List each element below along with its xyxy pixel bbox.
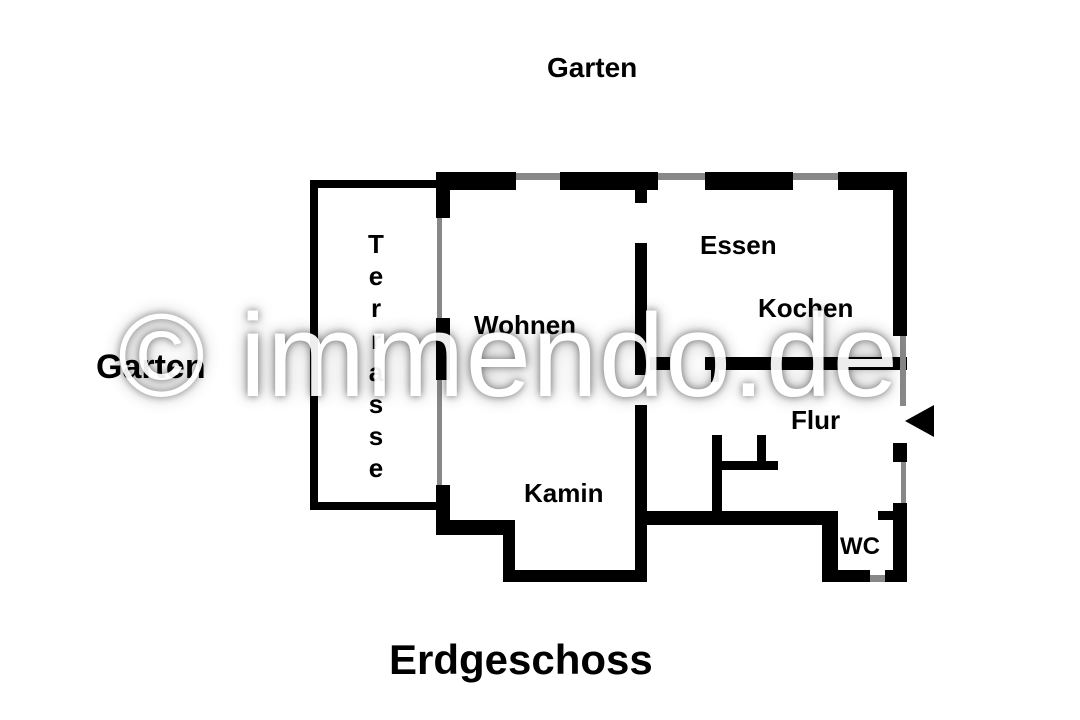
window [900, 336, 906, 406]
wall [838, 172, 907, 190]
window [901, 462, 906, 503]
terrace-letter: s [368, 421, 384, 451]
wall [893, 172, 907, 336]
wall [893, 503, 907, 582]
label-fireplace: Kamin [524, 478, 604, 508]
wall [893, 443, 907, 462]
wall [635, 243, 647, 375]
floor-title: Erdgeschoss [389, 636, 653, 683]
wall [757, 435, 766, 465]
window [437, 218, 442, 318]
window [437, 380, 442, 485]
terrace-letter: s [368, 389, 384, 419]
terrace-letter: a [368, 357, 384, 387]
window [516, 173, 560, 180]
label-dining: Essen [700, 230, 777, 260]
wall [705, 172, 793, 190]
window [658, 173, 705, 180]
wall [503, 570, 647, 582]
terrace-letter: r [370, 325, 382, 355]
watermark: © immendo.de [118, 290, 900, 422]
wall [436, 520, 515, 535]
wall [647, 511, 838, 525]
terrace-letter: e [368, 453, 384, 483]
windows [437, 173, 906, 582]
terrace-letter: e [368, 261, 384, 291]
label-hall: Flur [791, 405, 841, 435]
wall [560, 172, 658, 190]
wall [436, 318, 450, 380]
label-wc: WC [840, 533, 880, 560]
wall [822, 570, 870, 582]
entrance-arrow-icon [905, 405, 934, 437]
wall [650, 357, 670, 370]
label-living: Wohnen [474, 310, 577, 340]
terrace-letter: r [370, 293, 382, 323]
terrace-wall-bottom [310, 502, 437, 510]
wall [878, 511, 893, 520]
wall [503, 520, 515, 582]
wall [436, 172, 516, 190]
wall [722, 461, 778, 470]
window [793, 173, 838, 180]
wall [436, 172, 450, 218]
terrace-letter: T [368, 229, 384, 259]
wall [635, 405, 647, 582]
wall [885, 570, 907, 582]
label-garden-left: Garten [96, 348, 206, 386]
wall [712, 435, 722, 515]
label-garden-top: Garten [547, 52, 638, 83]
label-kitchen: Kochen [758, 293, 854, 323]
terrace-wall-top [310, 180, 437, 188]
wall [635, 190, 647, 203]
terrace-wall-left [310, 180, 318, 510]
wall [822, 511, 838, 582]
walls [310, 172, 907, 582]
label-terrace: T e r r a s s e [362, 228, 390, 484]
wall [705, 357, 907, 370]
window [870, 575, 885, 582]
wall [711, 370, 719, 382]
